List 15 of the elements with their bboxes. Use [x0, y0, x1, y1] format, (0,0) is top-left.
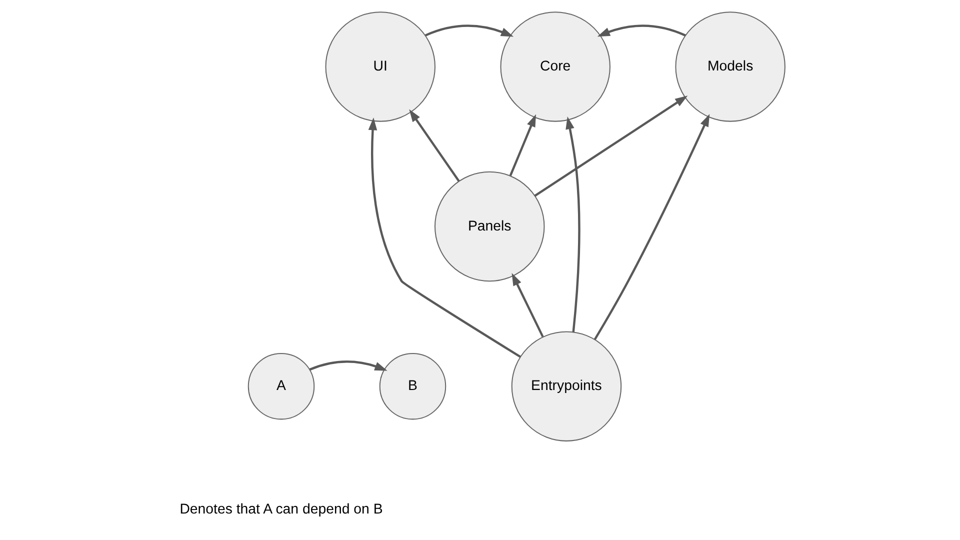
arrow: [597, 24, 686, 37]
arrow: [534, 96, 688, 197]
arrow: [409, 109, 460, 182]
arrow: [425, 24, 514, 37]
arrow: [368, 118, 521, 358]
arrow: [309, 360, 388, 371]
node-circle: Entrypoints: [511, 331, 622, 442]
node-circle: Panels: [434, 171, 545, 282]
label: Denotes that A can depend on B: [180, 501, 383, 518]
arrow: [566, 116, 580, 332]
node-circle: B: [379, 352, 446, 420]
node-circle: A: [248, 352, 315, 420]
arrow: [594, 114, 710, 340]
arrow: [509, 114, 536, 176]
arrow: [512, 272, 544, 338]
